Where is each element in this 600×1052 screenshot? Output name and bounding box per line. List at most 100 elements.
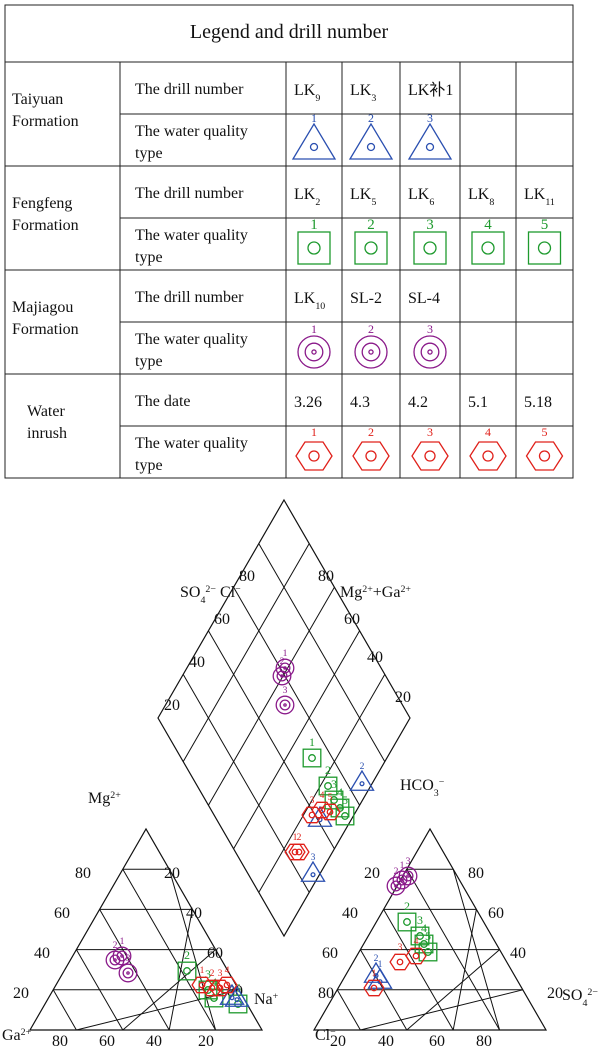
tick-label: 60 [322, 945, 338, 962]
symbol-number: 5 [541, 217, 549, 233]
anion-right-label: SO42− [562, 987, 598, 1009]
cation-triangle-grid [168, 869, 217, 1031]
tick-label: 40 [510, 945, 526, 962]
tick-label: 60 [488, 905, 504, 922]
tick-label: 60 [54, 905, 70, 922]
sample-point: 5 [418, 929, 438, 962]
symbol-number: 2 [280, 656, 285, 667]
sample-point: 2 [397, 899, 417, 932]
tick-label: 40 [189, 654, 205, 671]
drill-number: LK10 [294, 290, 325, 312]
sample-point: 3 [300, 852, 326, 882]
cation-triangle-outline [28, 827, 264, 1031]
symbol-number: 2 [297, 832, 302, 843]
group-name: Formation [12, 321, 79, 338]
symbol-number: 5 [328, 792, 333, 803]
sample-point: 3 [389, 942, 411, 971]
sample-point: 5 [335, 793, 355, 826]
tick-label: 20 [164, 865, 180, 882]
group-name: Fengfeng [12, 195, 72, 212]
legend-symbol: 2 [352, 425, 390, 471]
sample-point: 4 [311, 790, 333, 819]
drill-number: LK3 [350, 82, 376, 104]
symbol-number: 5 [342, 793, 348, 807]
sample-point: 3 [398, 856, 418, 886]
sample-point: 2 [318, 763, 338, 796]
sample-point: 2 [349, 761, 375, 791]
row-label: The water quality [135, 331, 248, 348]
sample-point: 3 [275, 685, 295, 715]
anion-triangle-grid [406, 949, 500, 1031]
legend-symbol: 3 [411, 425, 449, 471]
sample-point: 1 [367, 959, 393, 989]
row-label: The drill number [135, 185, 244, 202]
legend-symbol: 5 [527, 217, 562, 265]
drill-number: LK补1 [408, 81, 453, 99]
sample-point: 1 [302, 735, 322, 768]
row-label: The water quality [135, 227, 248, 244]
symbol-number: 1 [310, 217, 318, 233]
group-name: Water [27, 403, 65, 420]
cation-triangle-grid [99, 909, 170, 1031]
symbol-number: 4 [320, 790, 325, 801]
diamond-right-label: Mg2++Ga2+ [340, 584, 411, 602]
sample-point: 4 [216, 965, 238, 994]
symbol-number: 2 [367, 217, 375, 233]
symbol-number: 3 [417, 913, 423, 927]
diamond-grid [258, 674, 386, 893]
symbol-number: 5 [542, 425, 548, 439]
symbol-number: 2 [210, 968, 215, 979]
cation-triangle-grid [52, 989, 77, 1031]
row-label: The drill number [135, 289, 244, 306]
drill-number: LK5 [350, 186, 376, 208]
legend-symbol: 4 [469, 425, 507, 471]
tick-label: 80 [476, 1033, 492, 1047]
cation-right-label: Na+ [254, 991, 279, 1009]
table-border [4, 4, 574, 479]
symbol-number: 3 [218, 968, 223, 979]
symbol-number: 1 [283, 648, 288, 659]
legend-symbol: 1 [291, 111, 337, 160]
tick-label: 80 [318, 985, 334, 1002]
symbol-number: 5 [425, 929, 431, 943]
legend-symbol: 4 [471, 217, 505, 265]
symbol-number: 1 [120, 936, 125, 947]
symbol-number: 4 [484, 217, 492, 233]
tick-label: 20 [547, 985, 563, 1002]
tick-label: 20 [330, 1033, 346, 1047]
drill-number: SL-2 [350, 290, 382, 307]
symbol-number: 1 [372, 968, 377, 979]
symbol-number: 1 [311, 322, 317, 336]
symbol-number: 1 [311, 111, 317, 125]
symbol-number: 4 [485, 425, 491, 439]
row-label: type [135, 145, 163, 162]
legend-symbol: 1 [297, 217, 331, 265]
symbol-number: 2 [325, 763, 331, 777]
row-label: type [135, 353, 163, 370]
tick-label: 40 [34, 945, 50, 962]
diamond-grid [233, 630, 361, 850]
sample-point: 2 [386, 866, 406, 896]
tick-label: 40 [186, 905, 202, 922]
drill-number: SL-4 [408, 290, 440, 307]
sample-point: 3 [118, 953, 138, 983]
anion-left-label: Cl− [315, 1027, 336, 1045]
symbol-number: 3 [427, 322, 433, 336]
sample-point: 1 [284, 832, 306, 861]
symbol-number: 4 [337, 785, 343, 799]
drill-number: 3.26 [294, 394, 322, 411]
sample-point [224, 985, 250, 1007]
cation-top-label: Mg2+ [88, 790, 121, 808]
drill-number: 4.3 [350, 394, 370, 411]
drill-number: 5.18 [524, 394, 552, 411]
cation-left-label: Ga2+ [2, 1027, 32, 1045]
drill-number: LK2 [294, 186, 320, 208]
group-name: Majiagou [12, 299, 73, 316]
tick-label: 40 [342, 905, 358, 922]
drill-number: 5.1 [468, 394, 488, 411]
tick-label: 60 [344, 611, 360, 628]
legend-symbol: 2 [348, 111, 394, 160]
row-label: type [135, 457, 163, 474]
